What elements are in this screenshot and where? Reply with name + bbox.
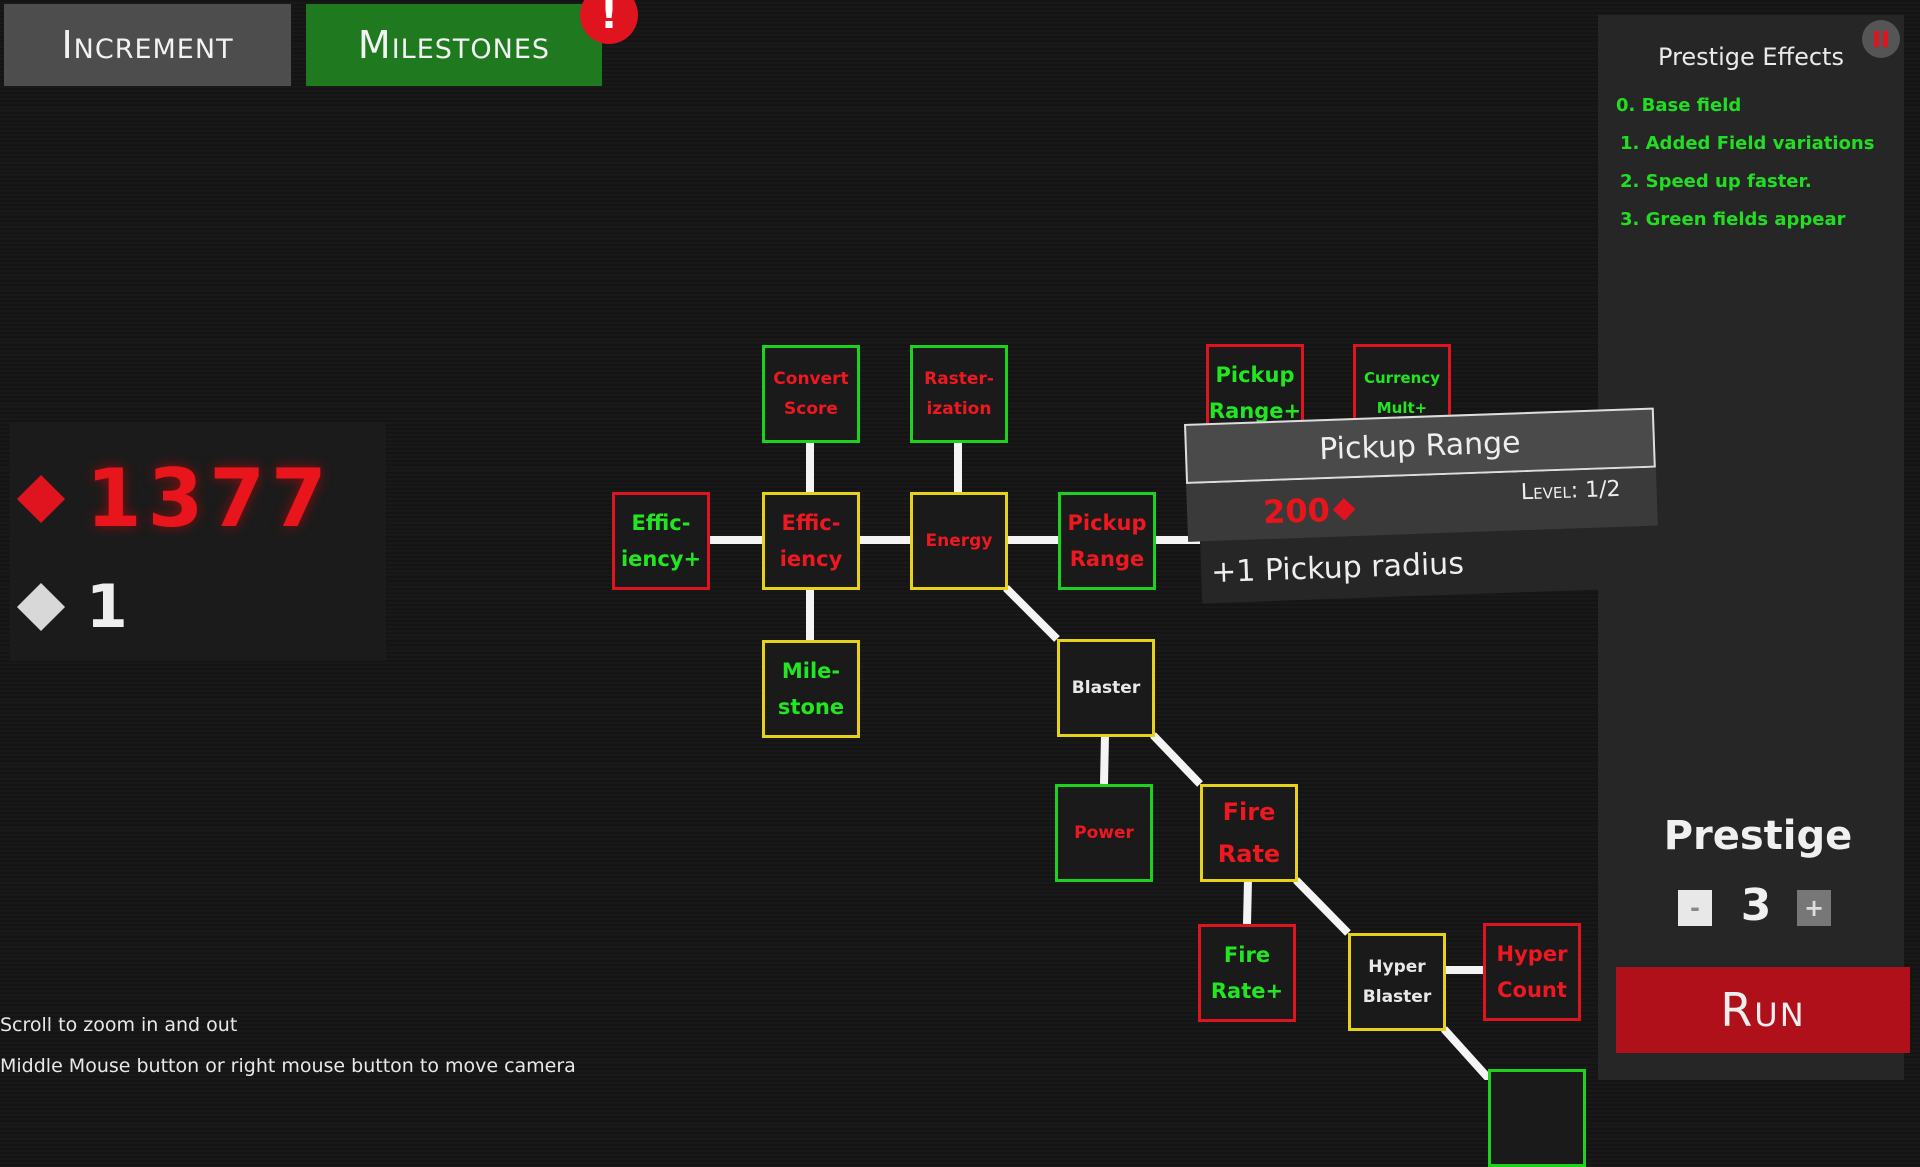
node-label: Rate	[1217, 840, 1281, 868]
node-label: Power	[1074, 823, 1134, 843]
hint-camera: Middle Mouse button or right mouse butto…	[0, 1055, 576, 1077]
primary-currency: 1377	[16, 452, 333, 545]
prestige-label: Prestige	[1663, 813, 1853, 859]
link	[1243, 879, 1252, 925]
link	[1441, 1026, 1493, 1080]
node-energy[interactable]: Energy	[910, 492, 1008, 590]
node-label: stone	[777, 695, 845, 719]
tab-milestones[interactable]: Milestones	[306, 4, 602, 86]
node-label: Blaster	[1362, 987, 1432, 1007]
node-label: Pickup	[1215, 363, 1295, 387]
node-label: Blaster	[1071, 678, 1141, 698]
node-power[interactable]: Power	[1055, 784, 1153, 882]
link	[1293, 877, 1351, 936]
tab-increment[interactable]: Increment	[4, 4, 291, 86]
prestige-level-value: 3	[1740, 880, 1772, 931]
pause-button[interactable]	[1862, 20, 1900, 58]
node-rasterization[interactable]: Raster-ization	[910, 345, 1008, 443]
link	[1100, 734, 1109, 785]
prestige-effect-item: 2. Speed up faster.	[1620, 171, 1812, 192]
node-label: Raster-	[924, 369, 994, 389]
node-label: Convert	[773, 369, 849, 389]
prestige-increment-button[interactable]: +	[1797, 890, 1831, 926]
primary-currency-value: 1377	[86, 452, 333, 545]
red-diamond-icon	[1332, 498, 1356, 521]
prestige-effect-item: 0. Base field	[1616, 95, 1742, 116]
prestige-effects-title: Prestige Effects	[1658, 43, 1844, 71]
pause-icon	[1883, 31, 1888, 47]
upgrade-tree-links	[708, 440, 1493, 1080]
upgrade-tooltip: Pickup Range 200 Level: 1/2 +1 Pickup ra…	[1184, 407, 1660, 604]
node-label: ization	[926, 399, 992, 419]
tooltip-cost: 200	[1262, 490, 1356, 532]
node-label: Mile-	[781, 659, 841, 683]
node-label: Range+	[1208, 399, 1302, 423]
cost-value: 200	[1262, 490, 1331, 532]
prestige-decrement-button[interactable]: -	[1678, 890, 1712, 926]
node-label: Count	[1497, 978, 1567, 1002]
node-label: iency	[779, 547, 843, 571]
prestige-effect-item: 3. Green fields appear	[1620, 209, 1846, 230]
secondary-currency: 1	[16, 572, 128, 642]
currency-panel: 1377 1	[10, 422, 386, 661]
node-label: Hyper	[1496, 942, 1568, 966]
pause-icon	[1874, 31, 1879, 47]
node-efficiency-plus[interactable]: Effic-iency+	[612, 492, 710, 590]
node-label: Energy	[925, 531, 993, 551]
node-label: iency+	[620, 547, 702, 571]
node-milestone[interactable]: Mile-stone	[762, 640, 860, 738]
node-label: Fire	[1223, 943, 1271, 967]
link	[1150, 732, 1203, 787]
node-label: Rate+	[1210, 979, 1284, 1003]
node-label: Range	[1069, 547, 1145, 571]
hint-zoom: Scroll to zoom in and out	[0, 1014, 238, 1036]
tooltip-level: Level: 1/2	[1520, 476, 1621, 506]
prestige-effect-item: 1. Added Field variations	[1620, 133, 1875, 154]
node-efficiency[interactable]: Effic-iency	[762, 492, 860, 590]
node-label: Effic-	[631, 511, 691, 535]
node-blaster[interactable]: Blaster	[1057, 639, 1155, 737]
node-label: Hyper	[1368, 957, 1426, 977]
node-partial[interactable]	[1488, 1069, 1586, 1167]
secondary-currency-value: 1	[86, 572, 128, 642]
node-label: Fire	[1222, 798, 1276, 826]
link	[1003, 585, 1060, 642]
node-label: Score	[784, 399, 838, 419]
run-button[interactable]: Run	[1616, 967, 1910, 1053]
node-label: Currency	[1363, 369, 1440, 387]
node-label: Pickup	[1067, 511, 1147, 535]
node-label: Mult+	[1376, 399, 1428, 417]
node-label: Effic-	[781, 511, 841, 535]
